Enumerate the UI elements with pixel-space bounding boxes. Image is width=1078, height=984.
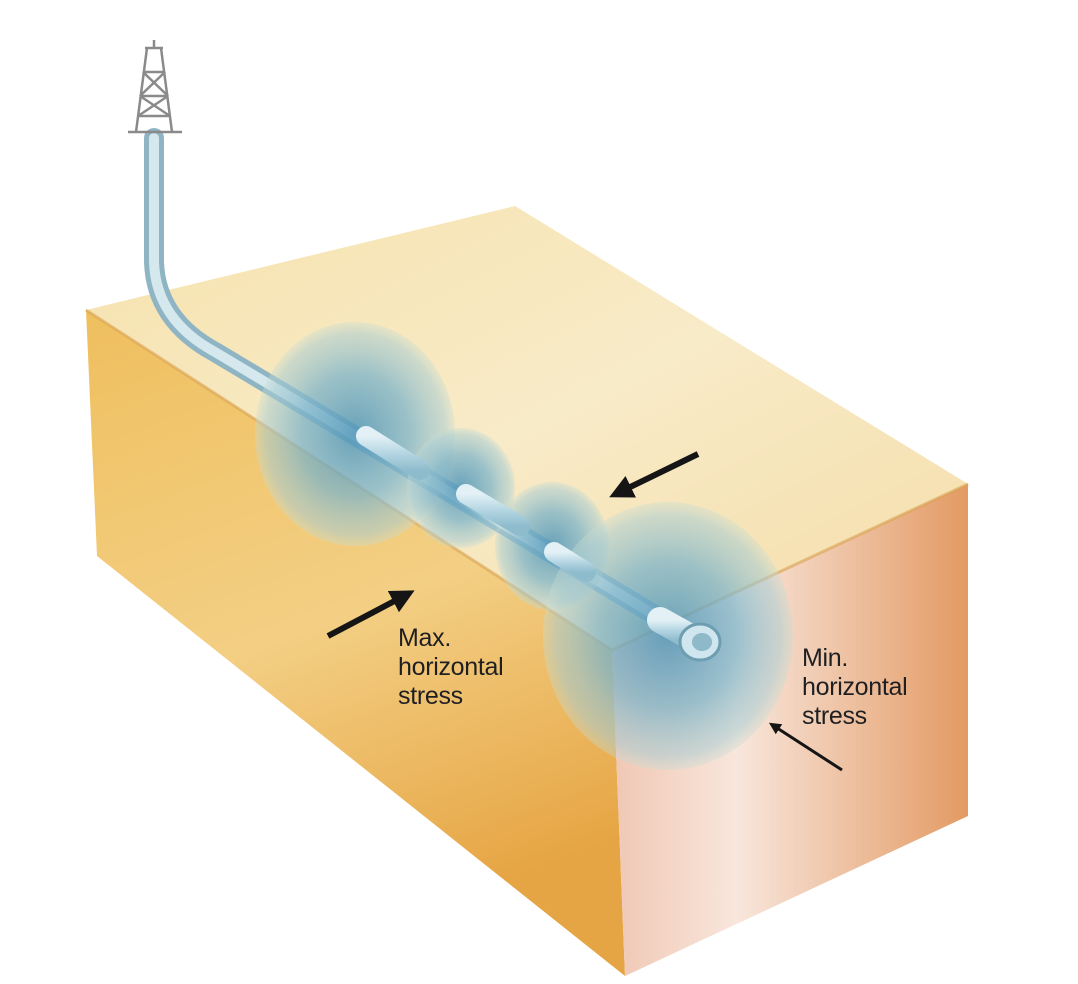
min-stress-arrow [768,722,843,772]
pipe-segment [356,426,430,480]
max-stress-arrow-lower [326,590,415,639]
max-horizontal-stress-label: Max. horizontal stress [398,624,504,710]
block-side-face [612,484,968,976]
drilling-rig-icon [128,40,182,134]
fracture-disc-1 [255,322,455,546]
wellbore-highlight [149,133,685,635]
max-stress-arrow-upper [609,451,700,498]
pipe-end-hole [692,633,712,651]
pipe-segment [544,542,596,582]
wellbore-segments [356,426,722,662]
pipe-segment [456,484,530,536]
min-horizontal-stress-label: Min. horizontal stress [802,644,908,730]
block-front-face [86,310,625,976]
